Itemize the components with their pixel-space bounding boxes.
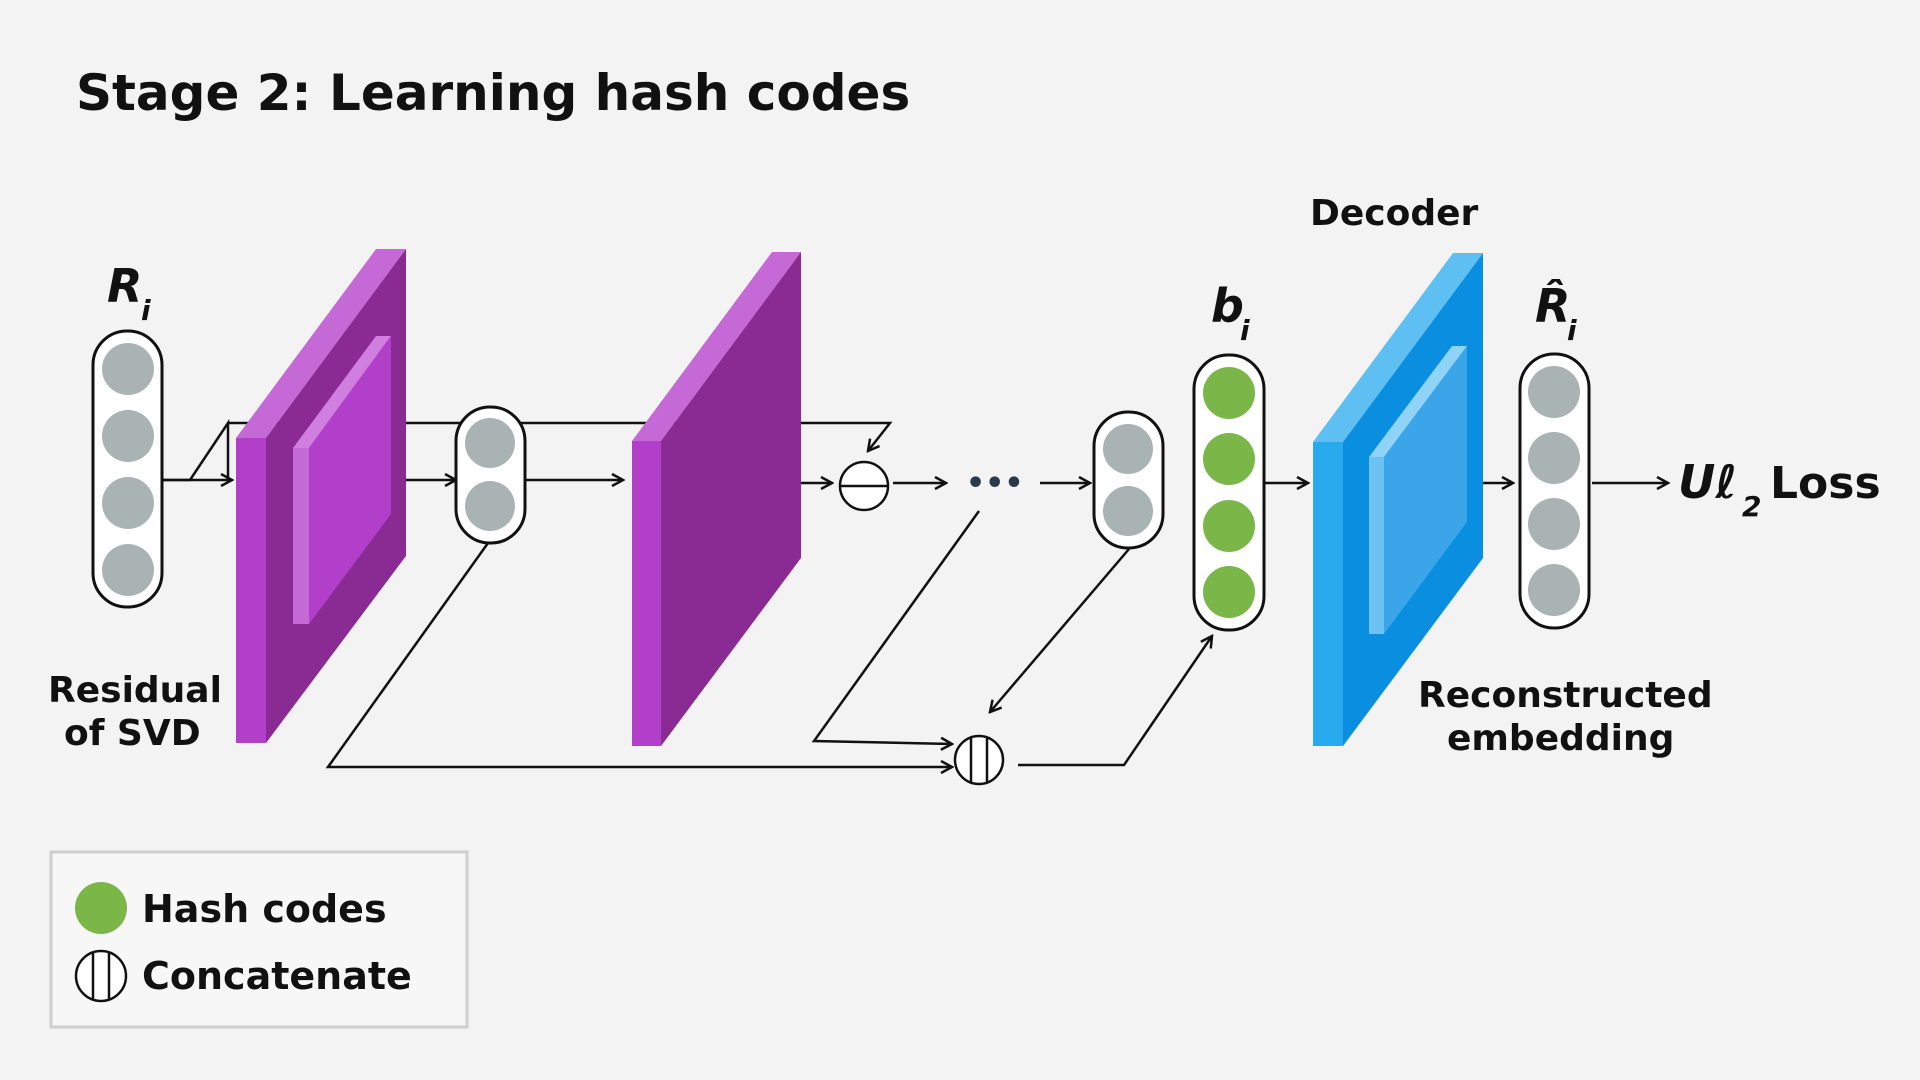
layer1-top-face bbox=[236, 249, 406, 438]
output-symbol: R̂ bbox=[1535, 279, 1570, 333]
layer2-side-face bbox=[661, 252, 801, 746]
legend-concatenate-icon bbox=[74, 949, 128, 1003]
output-node bbox=[1528, 366, 1580, 418]
hash-code-node bbox=[1203, 433, 1255, 485]
input-node bbox=[102, 477, 154, 529]
decoder-inner-front bbox=[1369, 457, 1384, 634]
input-vector: R i Residual of SVD bbox=[48, 259, 222, 754]
decoder-label: Decoder bbox=[1310, 193, 1479, 234]
hash-code-vector: b i bbox=[1192, 279, 1266, 632]
hidden-node bbox=[465, 481, 515, 531]
code-symbol: b bbox=[1211, 279, 1244, 333]
decoder-front-face bbox=[1313, 442, 1343, 746]
input-node bbox=[102, 544, 154, 596]
page-title: Stage 2: Learning hash codes bbox=[76, 64, 910, 122]
decoder-inner-top bbox=[1369, 346, 1467, 457]
encoder-layer-2 bbox=[632, 252, 801, 746]
output-node bbox=[1528, 564, 1580, 616]
hash-code-node bbox=[1203, 566, 1255, 618]
hidden-node bbox=[465, 418, 515, 468]
hidden-node bbox=[1103, 486, 1153, 536]
output-caption-line1: Reconstructed bbox=[1418, 675, 1713, 716]
decoder-top-face bbox=[1313, 253, 1483, 442]
arrow-node2-to-code bbox=[990, 548, 1130, 712]
arrow-concat-to-code bbox=[1018, 636, 1212, 767]
legend-hash-code-swatch bbox=[75, 882, 127, 934]
code-subscript: i bbox=[1240, 314, 1250, 347]
layer1-inner-front bbox=[293, 448, 309, 624]
layer1-inner-side bbox=[309, 336, 391, 624]
loss-label: Uℓ 2 Loss bbox=[1678, 455, 1881, 523]
input-symbol: R bbox=[107, 259, 142, 313]
layer1-front-face bbox=[236, 438, 266, 743]
hash-code-pill bbox=[1192, 353, 1266, 632]
layer2-front-face bbox=[632, 441, 661, 746]
legend: Hash codes Concatenate bbox=[49, 850, 469, 1029]
ellipsis: ••• bbox=[966, 466, 1024, 501]
input-subscript: i bbox=[141, 294, 151, 327]
layer1-inner-top bbox=[293, 336, 391, 448]
output-vector: R̂ i Reconstructed embedding bbox=[1418, 279, 1713, 759]
output-caption-line2: embedding bbox=[1447, 718, 1674, 759]
output-subscript: i bbox=[1567, 314, 1577, 347]
input-caption-line2: of SVD bbox=[64, 713, 201, 754]
arrow-node1-to-concat bbox=[325, 542, 952, 767]
hidden-node-group-1 bbox=[454, 405, 527, 545]
hash-code-node bbox=[1203, 500, 1255, 552]
legend-concatenate-label: Concatenate bbox=[142, 954, 412, 998]
loss-prefix: Uℓ bbox=[1678, 455, 1737, 509]
layer2-top-face bbox=[632, 252, 801, 441]
input-node bbox=[102, 410, 154, 462]
legend-box bbox=[49, 850, 469, 1029]
legend-hash-codes-label: Hash codes bbox=[142, 887, 387, 931]
hash-code-node bbox=[1203, 367, 1255, 419]
output-node bbox=[1528, 498, 1580, 550]
hidden-node bbox=[1103, 424, 1153, 474]
output-node bbox=[1528, 432, 1580, 484]
output-vector-pill bbox=[1518, 352, 1591, 630]
loss-subscript: 2 bbox=[1742, 490, 1761, 523]
hidden-node-group-2 bbox=[1092, 410, 1165, 550]
arrow-ellipsis-to-concat bbox=[811, 510, 981, 744]
decoder-inner-side bbox=[1384, 346, 1467, 634]
loss-suffix: Loss bbox=[1770, 458, 1881, 509]
input-caption-line1: Residual bbox=[48, 670, 222, 711]
decoder-block: Decoder bbox=[1310, 193, 1483, 746]
arrow-skip-to-subtract bbox=[228, 421, 893, 451]
input-vector-pill bbox=[91, 329, 164, 609]
input-node bbox=[102, 343, 154, 395]
subtract-operator bbox=[838, 460, 890, 512]
concatenate-operator bbox=[953, 734, 1005, 786]
encoder-layer-1 bbox=[236, 249, 406, 743]
